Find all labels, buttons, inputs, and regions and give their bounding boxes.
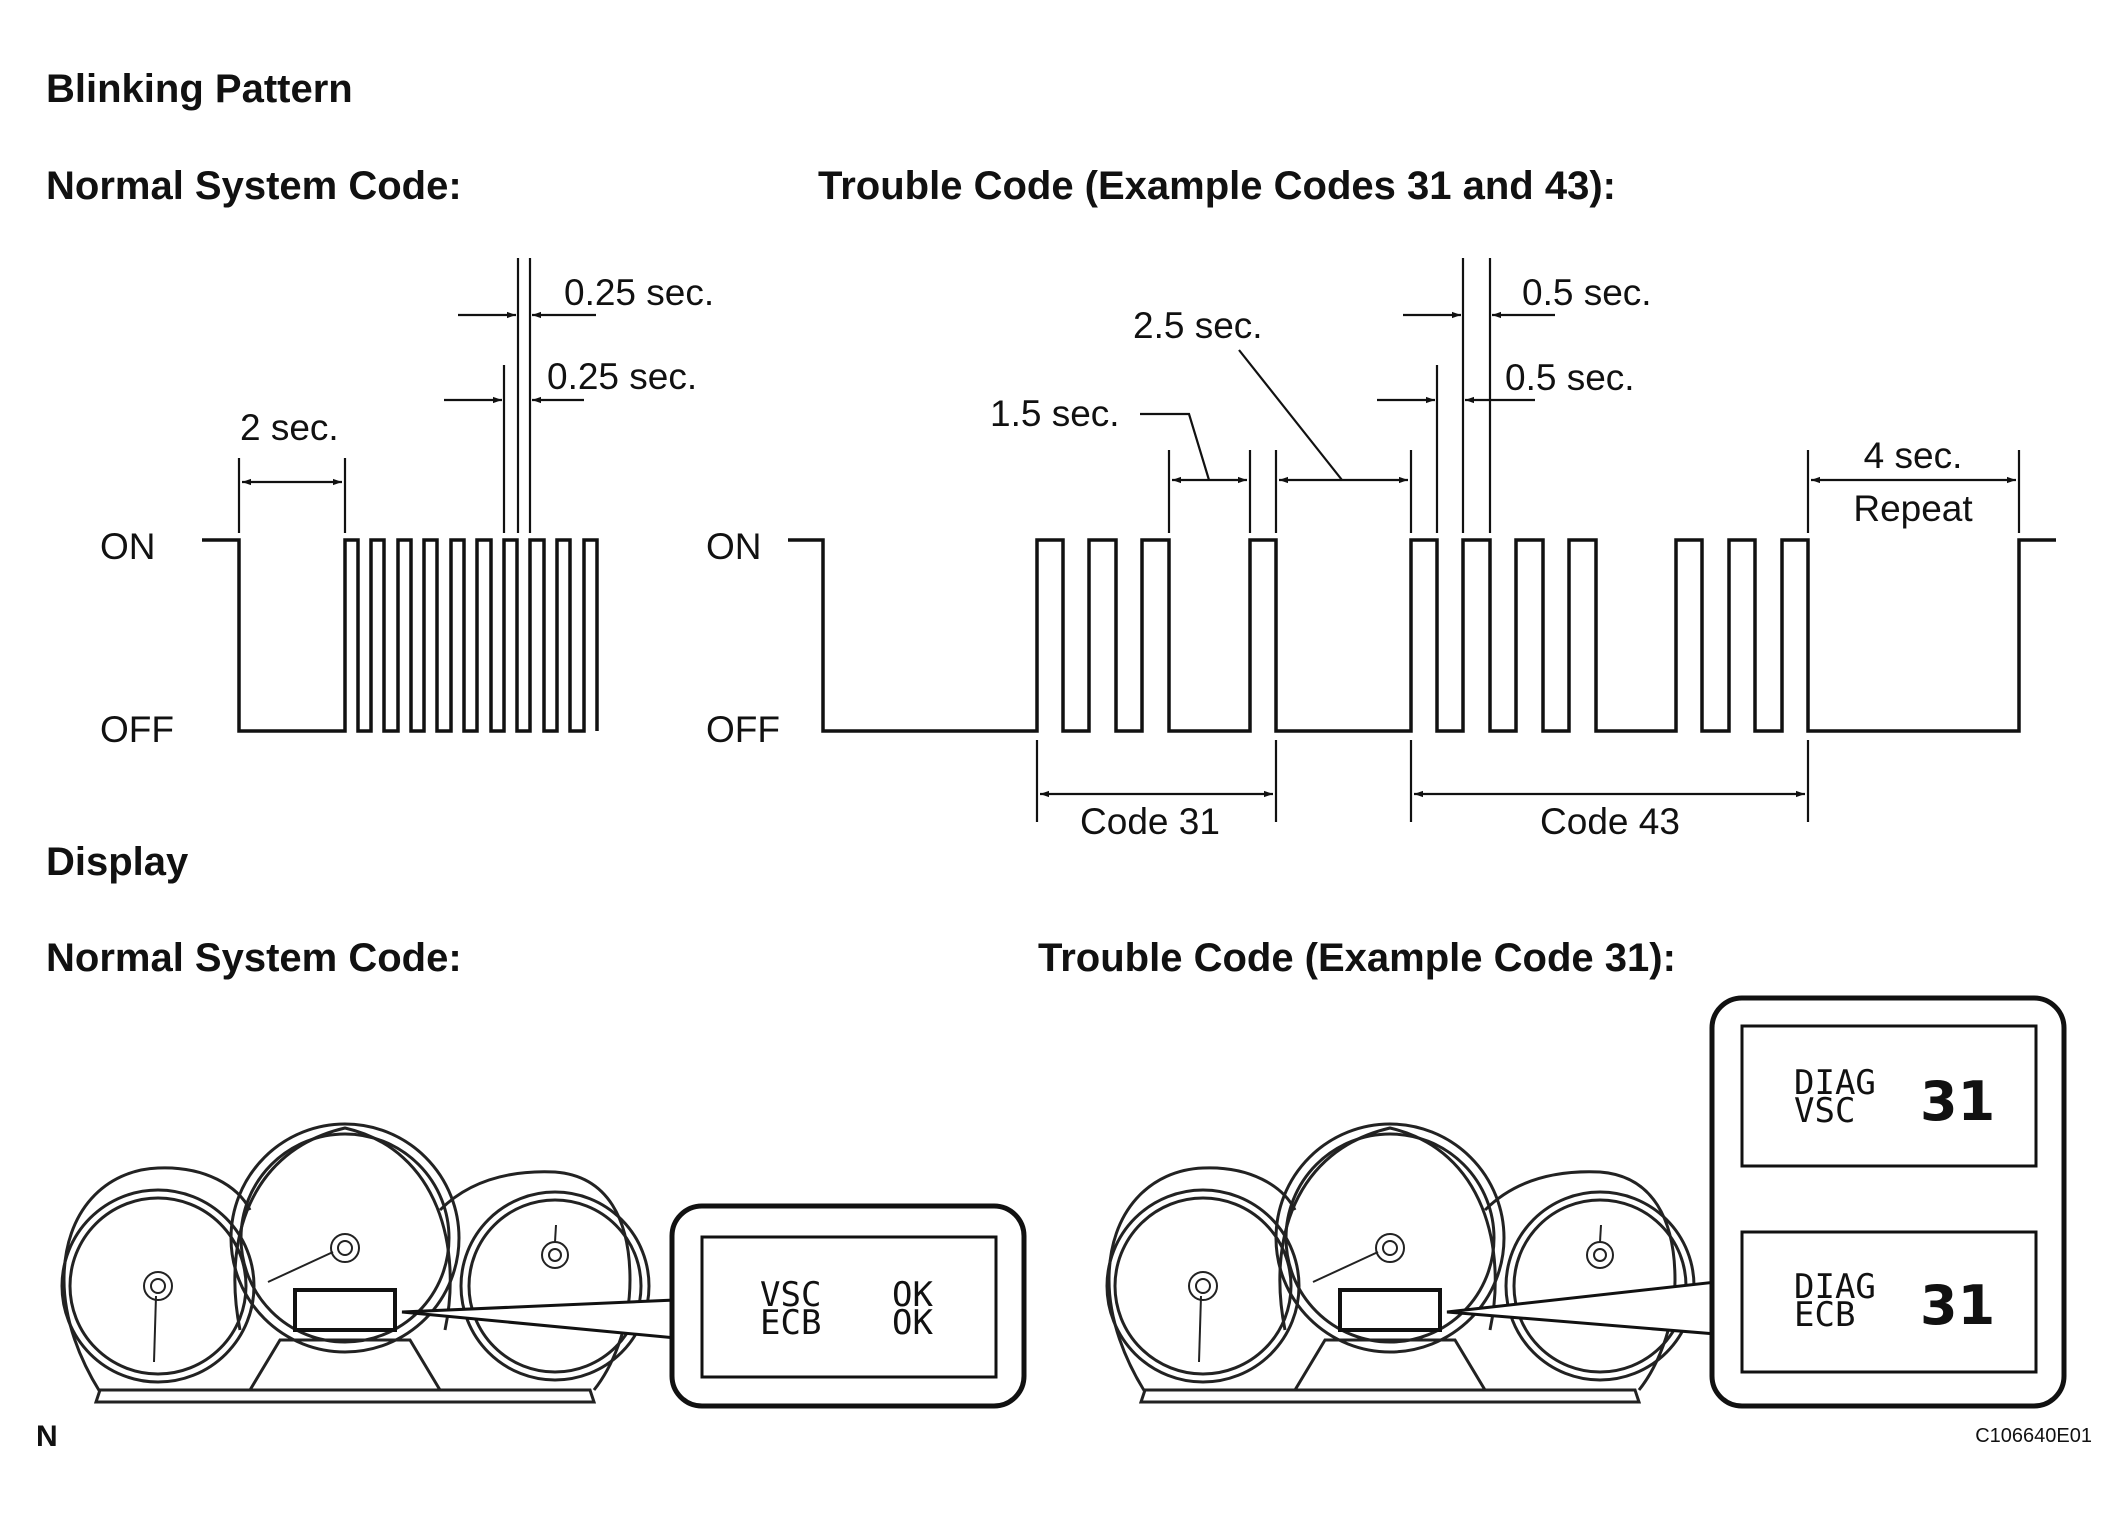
off-label: OFF bbox=[100, 709, 174, 750]
normal-system-code-display-heading: Normal System Code: bbox=[46, 936, 462, 980]
normal-t-off-label: 0.25 sec. bbox=[547, 356, 697, 397]
code-43-label: Code 43 bbox=[1540, 801, 1680, 842]
figure-id: C106640E01 bbox=[1975, 1425, 2092, 1447]
gauge-cluster-icon bbox=[1105, 1122, 1696, 1404]
trouble-t-code-gap-label: 2.5 sec. bbox=[1133, 305, 1263, 346]
trouble-vsc-line2: VSC bbox=[1794, 1091, 1855, 1131]
trouble-t-on-label: 0.5 sec. bbox=[1522, 272, 1652, 313]
gauge-cluster-icon bbox=[60, 1122, 651, 1404]
trouble-code-display-heading: Trouble Code (Example Code 31): bbox=[1038, 936, 1676, 980]
trouble-vsc-code: 31 bbox=[1920, 1070, 1995, 1133]
normal-system-code-heading: Normal System Code: bbox=[46, 164, 462, 208]
blinking-pattern-heading: Blinking Pattern bbox=[46, 67, 353, 111]
off-label: OFF bbox=[706, 709, 780, 750]
trouble-ecb-line1: DIAG bbox=[1794, 1267, 1876, 1307]
normal-t-initial-label: 2 sec. bbox=[240, 407, 339, 448]
callout-pointer bbox=[401, 1298, 678, 1340]
repeat-label: Repeat bbox=[1853, 488, 1973, 529]
leader-line bbox=[1140, 412, 1211, 481]
normal-code-waveform bbox=[202, 538, 599, 733]
trouble-code-blink-heading: Trouble Code (Example Codes 31 and 43): bbox=[818, 164, 1616, 208]
on-label: ON bbox=[100, 526, 156, 567]
normal-display-line1-left: VSC bbox=[760, 1275, 821, 1315]
on-label: ON bbox=[706, 526, 762, 567]
trouble-display-screen-vsc bbox=[1740, 1024, 2038, 1168]
normal-display-line2-right: OK bbox=[892, 1303, 933, 1343]
leader-line bbox=[1238, 349, 1343, 481]
footer-mark: N bbox=[36, 1420, 58, 1453]
trouble-t-digit-gap-label: 1.5 sec. bbox=[990, 393, 1120, 434]
normal-display-line1-right: OK bbox=[892, 1275, 933, 1315]
trouble-ecb-code: 31 bbox=[1920, 1274, 1995, 1337]
normal-t-on-label: 0.25 sec. bbox=[564, 272, 714, 313]
display-heading: Display bbox=[46, 840, 189, 884]
trouble-t-repeat-label: 4 sec. bbox=[1864, 435, 1963, 476]
callout-pointer bbox=[1446, 1280, 1718, 1336]
normal-display-line2-left: ECB bbox=[760, 1303, 821, 1343]
trouble-vsc-line1: DIAG bbox=[1794, 1063, 1876, 1103]
trouble-code-waveform bbox=[788, 538, 2056, 733]
trouble-ecb-line2: ECB bbox=[1794, 1295, 1855, 1335]
trouble-t-off-label: 0.5 sec. bbox=[1505, 357, 1635, 398]
normal-display-screen bbox=[700, 1235, 998, 1379]
trouble-display-screen-ecb bbox=[1740, 1230, 2038, 1374]
code-31-label: Code 31 bbox=[1080, 801, 1220, 842]
